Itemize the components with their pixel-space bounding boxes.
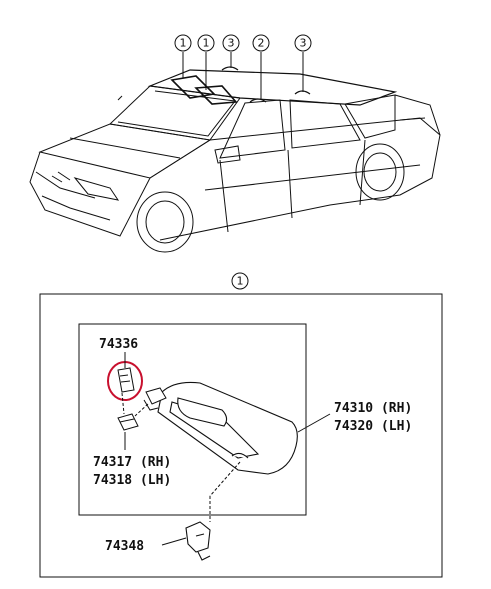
bracket-74348 xyxy=(185,521,211,561)
holder-74317 xyxy=(117,413,139,431)
car-leader-lines xyxy=(182,52,304,100)
clip-74336 xyxy=(117,367,135,393)
sun-visor xyxy=(157,381,298,475)
part-number-74318-lh: 74318 (LH) xyxy=(93,473,171,488)
detail-leader-lines xyxy=(121,352,331,546)
visor-hinge xyxy=(143,387,167,411)
car-callout-3a: 3 xyxy=(222,34,240,52)
part-number-74320-lh: 74320 (LH) xyxy=(334,419,412,434)
callout-label: 1 xyxy=(203,37,210,50)
detail-frame-outer xyxy=(39,293,443,578)
callout-label: 3 xyxy=(228,37,235,50)
callout-label: 3 xyxy=(300,37,307,50)
part-number-74336: 74336 xyxy=(99,337,138,352)
callout-label: 2 xyxy=(258,37,265,50)
car-callout-1a: 1 xyxy=(174,34,192,52)
roof-parts xyxy=(170,66,311,105)
part-number-74310-rh: 74310 (RH) xyxy=(334,401,412,416)
car-callout-1b: 1 xyxy=(197,34,215,52)
detail-callout: 1 xyxy=(231,272,249,290)
part-number-74317-rh: 74317 (RH) xyxy=(93,455,171,470)
part-number-74348: 74348 xyxy=(105,539,144,554)
car-illustration xyxy=(29,69,441,253)
car-callout-2: 2 xyxy=(252,34,270,52)
callout-label: 1 xyxy=(180,37,187,50)
detail-frame-inner xyxy=(78,323,307,516)
callout-label: 1 xyxy=(237,275,244,288)
car-callout-3b: 3 xyxy=(294,34,312,52)
